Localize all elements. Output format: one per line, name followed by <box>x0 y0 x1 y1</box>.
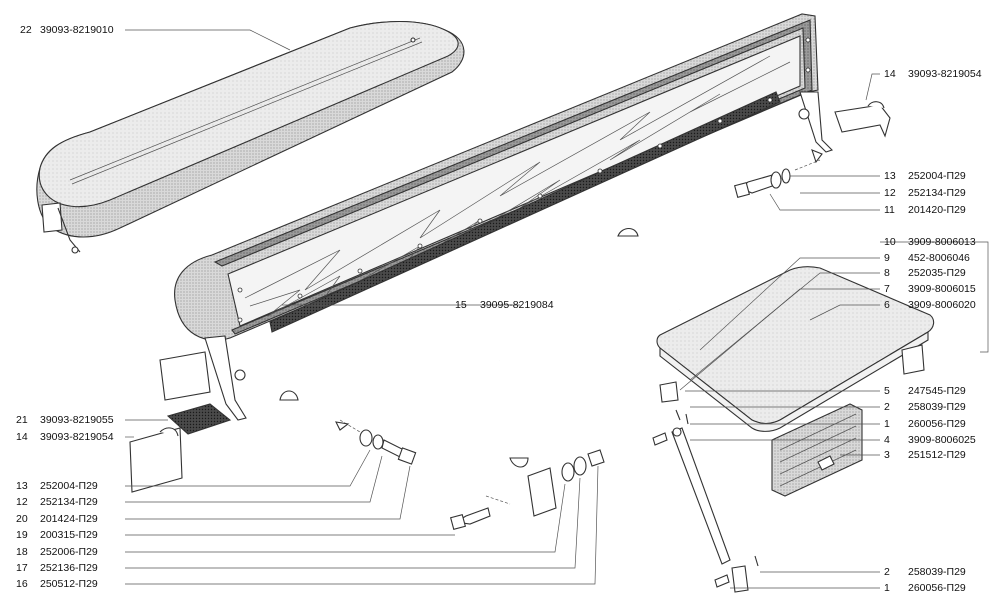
callout-8-code: 252035-П29 <box>908 267 966 279</box>
callout-8-num: 8 <box>884 267 890 279</box>
callout-2-upper-code: 258039-П29 <box>908 401 966 413</box>
callout-12-top-code: 252134-П29 <box>908 187 966 199</box>
callout-14-bottom-num: 14 <box>16 431 28 443</box>
leader-lines <box>125 29 989 589</box>
seat-cushion <box>36 20 465 254</box>
callout-22-code: 39093-8219010 <box>40 24 114 36</box>
seat-backrest-frame <box>159 13 834 421</box>
callout-12-bottom-code: 252134-П29 <box>40 496 98 508</box>
callout-13-top-num: 13 <box>884 170 896 182</box>
callout-19-code: 200315-П29 <box>40 529 98 541</box>
callout-21-num: 21 <box>16 414 28 426</box>
callout-17-code: 252136-П29 <box>40 562 98 574</box>
callout-10-code: 3909-8006013 <box>908 236 976 248</box>
callout-4-num: 4 <box>884 434 890 446</box>
callout-13-bottom-code: 252004-П29 <box>40 480 98 492</box>
callout-20-num: 20 <box>16 513 28 525</box>
callout-2-lower-code: 258039-П29 <box>908 566 966 578</box>
callout-20-code: 201424-П29 <box>40 513 98 525</box>
callout-21-code: 39093-8219055 <box>40 414 114 426</box>
callout-12-top-num: 12 <box>884 187 896 199</box>
callout-2-upper-num: 2 <box>884 401 890 413</box>
callout-18-num: 18 <box>16 546 28 558</box>
callout-13-bottom-num: 13 <box>16 480 28 492</box>
bolt-top-right <box>733 149 823 199</box>
callout-7-num: 7 <box>884 283 890 295</box>
callout-4-code: 3909-8006025 <box>908 434 976 446</box>
callout-9-code: 452-8006046 <box>908 252 970 264</box>
callout-3-num: 3 <box>884 449 890 461</box>
bracket-top-right <box>834 101 891 138</box>
callout-19-num: 19 <box>16 529 28 541</box>
callout-15-num: 15 <box>455 299 467 311</box>
table-support-strut <box>659 381 749 593</box>
callout-17-num: 17 <box>16 562 28 574</box>
callout-16-num: 16 <box>16 578 28 590</box>
callout-6-code: 3909-8006020 <box>908 299 976 311</box>
callout-7-code: 3909-8006015 <box>908 283 976 295</box>
small-fasteners <box>652 409 759 588</box>
callout-22-num: 22 <box>20 24 32 36</box>
callout-14-top-code: 39093-8219054 <box>908 68 982 80</box>
folding-table-top <box>656 266 935 432</box>
callout-10-num: 10 <box>884 236 896 248</box>
callout-5-num: 5 <box>884 385 890 397</box>
callout-13-top-code: 252004-П29 <box>908 170 966 182</box>
callout-16-code: 250512-П29 <box>40 578 98 590</box>
callout-1-lower-num: 1 <box>884 582 890 594</box>
table-hinge-bracket <box>771 403 863 497</box>
callout-14-bottom-code: 39093-8219054 <box>40 431 114 443</box>
callout-3-code: 251512-П29 <box>908 449 966 461</box>
callout-2-lower-num: 2 <box>884 566 890 578</box>
callout-18-code: 252006-П29 <box>40 546 98 558</box>
callout-11-code: 201420-П29 <box>908 204 966 216</box>
callout-5-code: 247545-П29 <box>908 385 966 397</box>
callout-12-bottom-num: 12 <box>16 496 28 508</box>
callout-1-lower-code: 260056-П29 <box>908 582 966 594</box>
callout-9-num: 9 <box>884 252 890 264</box>
tubular-support-frame <box>279 227 692 468</box>
callout-1-upper-num: 1 <box>884 418 890 430</box>
left-bottom-bracket <box>129 403 232 493</box>
callout-11-num: 11 <box>884 204 895 216</box>
callout-6-num: 6 <box>884 299 890 311</box>
callout-labels: 22 39093-8219010 14 39093-8219054 13 252… <box>16 24 982 594</box>
callout-14-top-num: 14 <box>884 68 896 80</box>
left-bottom-bolt <box>335 419 605 531</box>
callout-1-upper-code: 260056-П29 <box>908 418 966 430</box>
callout-15-code: 39095-8219084 <box>480 299 554 311</box>
